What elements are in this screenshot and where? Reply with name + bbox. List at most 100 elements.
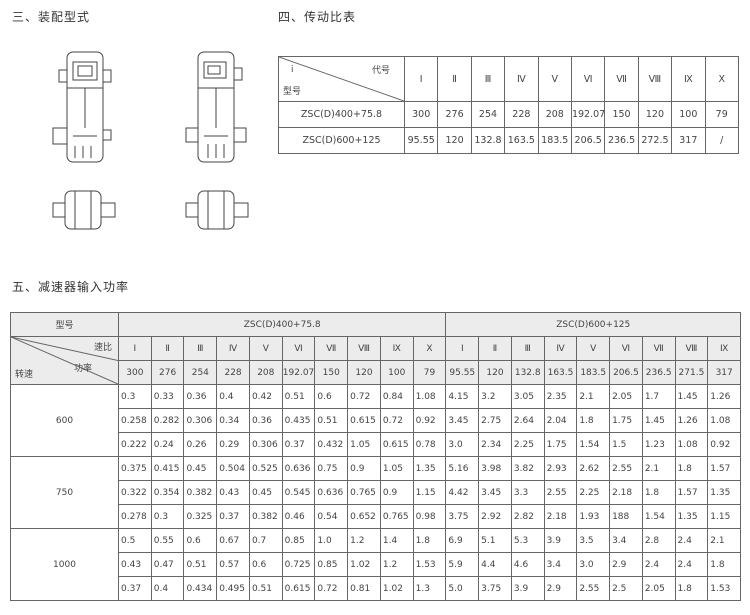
ratio-value: 183.5 bbox=[537, 127, 572, 154]
power-value: 0.495 bbox=[216, 576, 250, 601]
power-value: 0.51 bbox=[248, 576, 283, 601]
power-value: 1.02 bbox=[379, 576, 414, 601]
power-value: 1.8 bbox=[674, 576, 709, 601]
ratio-value: 228 bbox=[504, 101, 539, 128]
power-value: 0.72 bbox=[379, 408, 414, 433]
power-value: 0.222 bbox=[118, 432, 152, 457]
power-value: 0.51 bbox=[314, 408, 349, 433]
power-value: 0.45 bbox=[183, 456, 218, 481]
power-ratio-value: 271.5 bbox=[674, 360, 709, 385]
power-value: 2.4 bbox=[674, 528, 709, 553]
power-value: 1.8 bbox=[674, 456, 709, 481]
ratio-table-corner: i 代号 型号 bbox=[278, 56, 405, 102]
power-value: 5.1 bbox=[478, 528, 512, 553]
power-value: 1.15 bbox=[412, 480, 447, 505]
power-value: 0.26 bbox=[183, 432, 218, 457]
power-code-header: I bbox=[445, 336, 480, 361]
power-value: 0.33 bbox=[150, 384, 185, 409]
power-value: 2.9 bbox=[609, 552, 643, 577]
power-value: 0.504 bbox=[216, 456, 250, 481]
power-value: 1.2 bbox=[379, 552, 414, 577]
power-value: 0.5 bbox=[118, 528, 152, 553]
power-ratio-value: 120 bbox=[347, 360, 381, 385]
power-value: 0.615 bbox=[281, 576, 316, 601]
power-table: 型号 ZSC(D)400+75.8 ZSC(D)600+125 速比 功率 转速… bbox=[10, 312, 742, 601]
power-value: 0.652 bbox=[347, 504, 381, 529]
power-code-header: V bbox=[248, 336, 283, 361]
power-value: 1.3 bbox=[412, 576, 447, 601]
ratio-code-header: Ⅸ bbox=[671, 56, 706, 102]
ratio-value: 100 bbox=[671, 101, 706, 128]
power-value: 0.72 bbox=[347, 384, 381, 409]
ratio-value: 317 bbox=[671, 127, 706, 154]
power-ratio-value: 100 bbox=[379, 360, 414, 385]
power-ratio-value: 206.5 bbox=[609, 360, 643, 385]
power-value: 0.29 bbox=[216, 432, 250, 457]
power-value: 0.67 bbox=[216, 528, 250, 553]
power-value: 0.43 bbox=[216, 480, 250, 505]
power-ratio-value: 276 bbox=[150, 360, 185, 385]
power-ratio-value: 79 bbox=[412, 360, 447, 385]
power-value: 2.9 bbox=[543, 576, 578, 601]
ratio-value: 208 bbox=[537, 101, 572, 128]
power-code-header: Ⅶ bbox=[314, 336, 349, 361]
power-model-header: ZSC(D)400+75.8 bbox=[117, 312, 447, 337]
power-value: 0.24 bbox=[150, 432, 185, 457]
power-ratio-value: 192.07 bbox=[281, 360, 316, 385]
assembly-front-view-left bbox=[52, 51, 112, 163]
ratio-value: / bbox=[704, 127, 739, 154]
power-value: 0.85 bbox=[281, 528, 316, 553]
power-value: 0.98 bbox=[412, 504, 447, 529]
ratio-code-header: Ⅳ bbox=[504, 56, 539, 102]
power-value: 0.47 bbox=[150, 552, 185, 577]
power-ratio-value: 150 bbox=[314, 360, 349, 385]
power-code-header: Ⅳ bbox=[216, 336, 250, 361]
power-model-label: 型号 bbox=[10, 312, 119, 337]
power-value: 0.9 bbox=[347, 456, 381, 481]
power-value: 0.765 bbox=[347, 480, 381, 505]
power-value: 1.26 bbox=[674, 408, 709, 433]
power-value: 1.4 bbox=[379, 528, 414, 553]
power-value: 0.765 bbox=[379, 504, 414, 529]
power-value: 0.525 bbox=[248, 456, 283, 481]
ratio-value: 120 bbox=[437, 127, 472, 154]
power-value: 3.98 bbox=[478, 456, 512, 481]
power-value: 0.57 bbox=[216, 552, 250, 577]
ratio-value: 192.07 bbox=[570, 101, 606, 128]
power-value: 0.84 bbox=[379, 384, 414, 409]
power-value: 0.9 bbox=[379, 480, 414, 505]
power-value: 0.51 bbox=[183, 552, 218, 577]
power-value: 1.45 bbox=[641, 408, 676, 433]
power-value: 1.2 bbox=[347, 528, 381, 553]
power-value: 1.08 bbox=[412, 384, 447, 409]
power-section-title: 五、减速器输入功率 bbox=[12, 280, 130, 294]
power-value: 3.45 bbox=[478, 480, 512, 505]
power-ratio-value: 208 bbox=[248, 360, 283, 385]
power-value: 1.35 bbox=[674, 504, 709, 529]
assembly-side-view-left bbox=[52, 190, 116, 230]
power-value: 0.636 bbox=[281, 456, 316, 481]
power-value: 1.02 bbox=[347, 552, 381, 577]
ratio-code-header: V bbox=[537, 56, 572, 102]
power-code-header: Ⅶ bbox=[641, 336, 676, 361]
power-value: 0.382 bbox=[183, 480, 218, 505]
assembly-front-view-right bbox=[185, 51, 247, 163]
power-value: 2.35 bbox=[543, 384, 578, 409]
ratio-code-header: X bbox=[704, 56, 739, 102]
power-code-header: X bbox=[412, 336, 447, 361]
power-value: 3.75 bbox=[478, 576, 512, 601]
power-value: 2.34 bbox=[478, 432, 512, 457]
power-value: 0.36 bbox=[183, 384, 218, 409]
power-value: 1.8 bbox=[576, 408, 611, 433]
power-ratio-value: 132.8 bbox=[510, 360, 545, 385]
power-value: 2.4 bbox=[641, 552, 676, 577]
power-table-corner: 速比 功率 转速 bbox=[10, 336, 119, 385]
power-value: 0.54 bbox=[314, 504, 349, 529]
ratio-value: 95.55 bbox=[403, 127, 439, 154]
power-value: 0.278 bbox=[118, 504, 152, 529]
speed-label: 600 bbox=[10, 384, 119, 457]
power-value: 0.92 bbox=[707, 432, 742, 457]
power-value: 0.42 bbox=[248, 384, 283, 409]
